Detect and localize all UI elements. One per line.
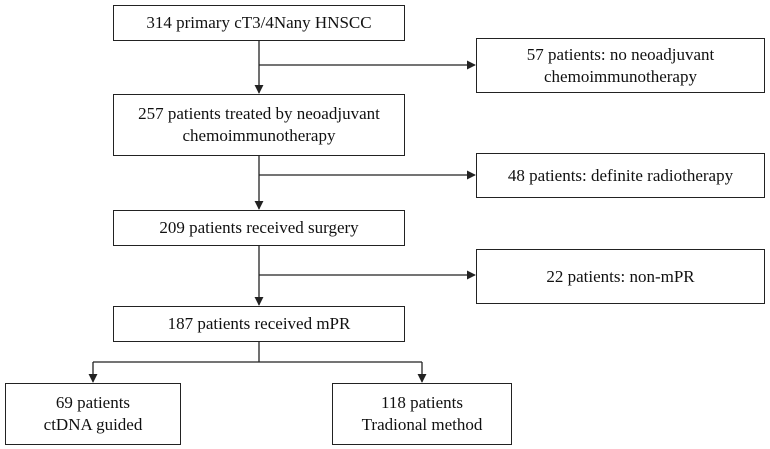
box-ctdna-guided-line1: 69 patients xyxy=(55,393,131,412)
box-excluded-non-mpr: 22 patients: non-mPR xyxy=(476,249,765,304)
box-neoadjuvant-treated-line2: chemoimmunotherapy xyxy=(182,126,336,145)
box-ctdna-guided: 69 patients ctDNA guided xyxy=(5,383,181,445)
box-mpr: 187 patients received mPR xyxy=(113,306,405,342)
box-primary-cohort-text: 314 primary cT3/4Nany HNSCC xyxy=(146,13,372,32)
box-excluded-no-neoadjuvant-line2: chemoimmunotherapy xyxy=(544,66,697,86)
box-neoadjuvant-treated: 257 patients treated by neoadjuvant chem… xyxy=(113,94,405,156)
box-neoadjuvant-treated-line1: 257 patients treated by neoadjuvant xyxy=(138,104,380,123)
box-excluded-radiotherapy-text: 48 patients: definite radiotherapy xyxy=(507,165,734,185)
box-ctdna-guided-line2: ctDNA guided xyxy=(43,415,143,434)
box-surgery-text: 209 patients received surgery xyxy=(159,218,359,237)
box-traditional-method-line2: Tradional method xyxy=(361,415,483,434)
box-excluded-non-mpr-text: 22 patients: non-mPR xyxy=(546,266,695,286)
box-primary-cohort: 314 primary cT3/4Nany HNSCC xyxy=(113,5,405,41)
box-excluded-no-neoadjuvant: 57 patients: no neoadjuvant chemoimmunot… xyxy=(476,38,765,93)
box-traditional-method-line1: 118 patients xyxy=(381,393,463,412)
box-traditional-method: 118 patients Tradional method xyxy=(332,383,512,445)
box-excluded-no-neoadjuvant-line1: 57 patients: no neoadjuvant xyxy=(526,44,715,64)
box-surgery: 209 patients received surgery xyxy=(113,210,405,246)
box-mpr-text: 187 patients received mPR xyxy=(167,314,351,333)
box-excluded-radiotherapy: 48 patients: definite radiotherapy xyxy=(476,153,765,198)
